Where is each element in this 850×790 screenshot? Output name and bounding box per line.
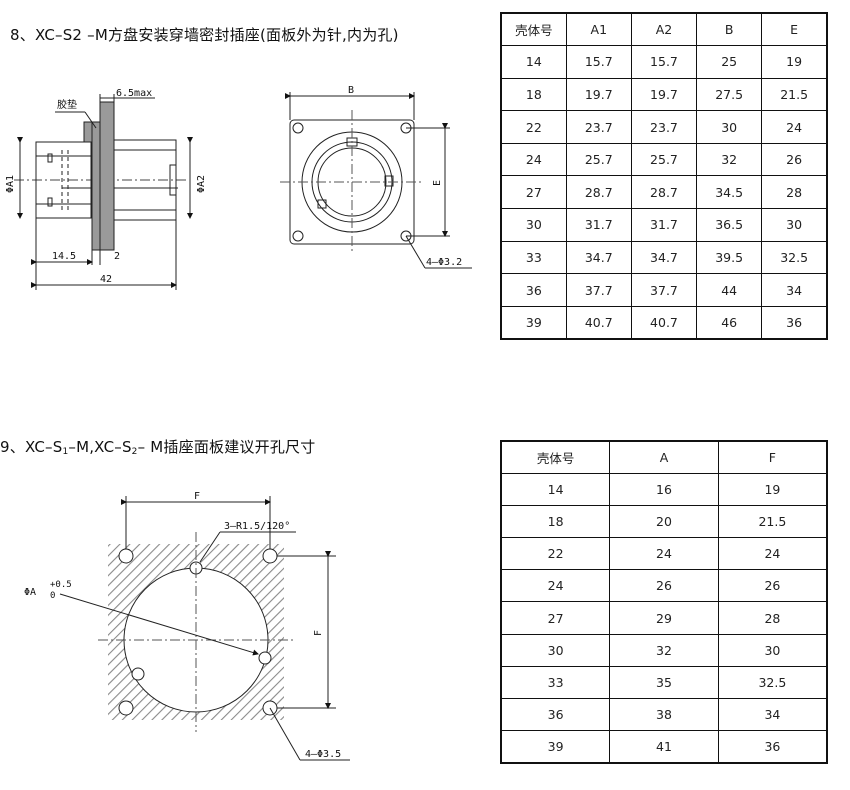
dia-tolerance-zero: 0 bbox=[50, 591, 55, 601]
table-cell: 14 bbox=[500, 45, 567, 79]
table-cell: 25.7 bbox=[565, 142, 632, 177]
table-cell: 36 bbox=[500, 697, 611, 732]
table-cell: 25 bbox=[696, 45, 763, 79]
table-cell: 24 bbox=[717, 537, 828, 571]
table-cell: 19.7 bbox=[565, 77, 632, 112]
table-cell: 31.7 bbox=[630, 208, 698, 242]
table-cell: 36 bbox=[717, 730, 828, 764]
table-header-cell: 壳体号 bbox=[500, 440, 611, 474]
table-cell: 28 bbox=[717, 601, 828, 635]
dim-b: B bbox=[348, 85, 354, 96]
table-cell: 30 bbox=[500, 633, 611, 667]
notch-note: 3–R1.5/120° bbox=[224, 521, 290, 532]
heading-subscript: 2 bbox=[131, 447, 138, 457]
table-cell: 39.5 bbox=[696, 240, 763, 275]
table-cell: 21.5 bbox=[717, 504, 828, 539]
dim-f-top: F bbox=[194, 491, 200, 502]
heading-text: –M,XC–S bbox=[68, 438, 132, 456]
table-cell: 19.7 bbox=[630, 77, 698, 112]
table-cell: 23.7 bbox=[565, 110, 632, 144]
table-header-cell: A1 bbox=[565, 12, 632, 47]
table-cell: 22 bbox=[500, 110, 567, 144]
dim-42: 42 bbox=[100, 274, 112, 285]
table-cell: 39 bbox=[500, 730, 611, 764]
dim-2: 2 bbox=[114, 251, 120, 262]
side-view-drawing bbox=[14, 94, 193, 290]
dim-a1: ΦA1 bbox=[5, 175, 16, 193]
table-cell: 27.5 bbox=[696, 77, 763, 112]
holes-note-3-2: 4–Φ3.2 bbox=[426, 257, 462, 268]
table-cell: 35 bbox=[609, 665, 719, 700]
dia-label: ΦA bbox=[24, 587, 36, 598]
table-cell: 15.7 bbox=[565, 45, 632, 79]
dim-a2: ΦA2 bbox=[196, 175, 207, 193]
holes-note-3-5: 4–Φ3.5 bbox=[305, 749, 341, 760]
table-cell: 33 bbox=[500, 240, 567, 275]
dim-14-5: 14.5 bbox=[52, 251, 76, 262]
dim-6-5max: 6.5max bbox=[116, 88, 152, 99]
table-cell: 39 bbox=[500, 305, 567, 340]
heading-subscript: 1 bbox=[62, 447, 69, 457]
section-9-heading: 9、XC–S1–M,XC–S2– M插座面板建议开孔尺寸 bbox=[0, 436, 315, 457]
table-cell: 28.7 bbox=[565, 175, 632, 210]
table-cell: 20 bbox=[609, 504, 719, 539]
front-view-drawing bbox=[280, 92, 472, 269]
table-cell: 30 bbox=[500, 208, 567, 242]
table-cell: 19 bbox=[761, 45, 828, 79]
table-cell: 14 bbox=[500, 472, 611, 506]
panel-cutout-drawing bbox=[59, 496, 350, 761]
dia-tolerance-plus: +0.5 bbox=[50, 580, 72, 590]
table-cell: 31.7 bbox=[565, 208, 632, 242]
table-cell: 21.5 bbox=[761, 77, 828, 112]
table-header-row: 壳体号 A F bbox=[500, 440, 828, 474]
table-cell: 40.7 bbox=[630, 305, 698, 340]
table-cell: 32.5 bbox=[761, 240, 828, 275]
table-cell: 44 bbox=[696, 273, 763, 307]
heading-text: – M插座面板建议开孔尺寸 bbox=[137, 438, 316, 456]
table-header-row: 壳体号 A1 A2 B E bbox=[500, 12, 828, 47]
table-cell: 41 bbox=[609, 730, 719, 764]
table-cell: 27 bbox=[500, 175, 567, 210]
table-header-cell: A bbox=[609, 440, 719, 474]
table-cell: 36 bbox=[761, 305, 828, 340]
table-cell: 18 bbox=[500, 504, 611, 539]
gasket-label: 胶垫 bbox=[57, 98, 77, 111]
table-header-cell: 壳体号 bbox=[500, 12, 567, 47]
table-header-cell: A2 bbox=[630, 12, 698, 47]
table-cell: 32.5 bbox=[717, 665, 828, 700]
table-cell: 25.7 bbox=[630, 142, 698, 177]
heading-text: 9、XC–S bbox=[0, 438, 63, 456]
table-cell: 40.7 bbox=[565, 305, 632, 340]
table-cell: 30 bbox=[717, 633, 828, 667]
table-cell: 32 bbox=[609, 633, 719, 667]
table-header-cell: E bbox=[761, 12, 828, 47]
dim-f-right: F bbox=[313, 630, 324, 636]
table-cell: 15.7 bbox=[630, 45, 698, 79]
dim-e: E bbox=[432, 180, 443, 186]
table-cell: 24 bbox=[500, 569, 611, 603]
table-cell: 32 bbox=[696, 142, 763, 177]
table-cell: 34 bbox=[761, 273, 828, 307]
section-8-heading: 8、XC–S2 –M方盘安装穿墙密封插座(面板外为针,内为孔) bbox=[10, 26, 399, 44]
